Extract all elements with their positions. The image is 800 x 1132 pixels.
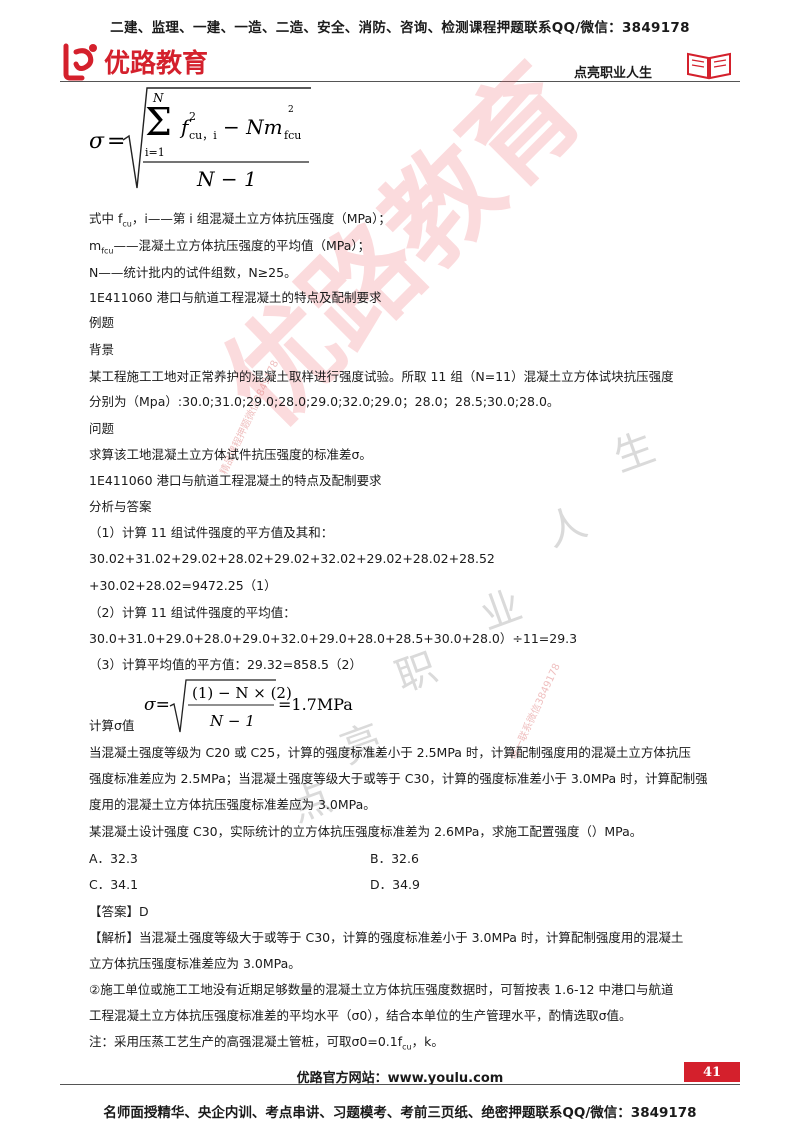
page-number: 41 bbox=[684, 1062, 740, 1082]
formula-sum-top: N bbox=[152, 91, 164, 105]
analysis-text: 立方体抗压强度标准差应为 3.0MPa。 bbox=[89, 956, 301, 971]
subscript: cu bbox=[402, 1042, 412, 1052]
text-line: 计算σ值 bbox=[89, 718, 135, 733]
formula-radical bbox=[122, 87, 311, 189]
text-line: （2）计算 11 组试件强度的平均值： bbox=[89, 605, 296, 620]
question-text: 某混凝土设计强度 C30，实际统计的立方体抗压强度标准差为 2.6MPa，求施工… bbox=[89, 824, 643, 839]
note-text: 注：采用压蒸工艺生产的高强混凝土管桩，可取σ0=0.1fcu，k。 bbox=[89, 1034, 744, 1056]
formula-f-sub: cu，i bbox=[189, 129, 217, 142]
footer-divider bbox=[60, 1084, 740, 1085]
text-fragment: 式中 f bbox=[89, 211, 123, 226]
text-line: 式中 fcu，i——第 i 组混凝土立方体抗压强度（MPa）； bbox=[89, 211, 744, 233]
section-heading: 1E411060 港口与航道工程混凝土的特点及配制要求 bbox=[89, 290, 382, 305]
option-a: A．32.3 bbox=[89, 851, 138, 866]
formula2-denominator: N − 1 bbox=[209, 712, 255, 730]
text-fragment: ，i——第 i 组混凝土立方体抗压强度（MPa）； bbox=[131, 211, 391, 226]
header-divider bbox=[60, 81, 740, 82]
option-c: C．34.1 bbox=[89, 877, 139, 892]
formula-sum-bottom: i=1 bbox=[145, 146, 165, 159]
section-heading: 1E411060 港口与航道工程混凝土的特点及配制要求 bbox=[89, 473, 382, 488]
note-text: ②施工单位或施工工地没有近期足够数量的混凝土立方体抗压强度数据时，可暂按表 1.… bbox=[89, 982, 674, 997]
text-fragment: m bbox=[89, 238, 102, 253]
formula-sum-sign: Σ bbox=[145, 100, 172, 144]
sigma-calc-formula: σ= (1) − N × (2) N − 1 =1.7MPa bbox=[144, 679, 353, 733]
subscript: cu bbox=[122, 219, 132, 229]
text-fragment: 注：采用压蒸工艺生产的高强混凝土管桩，可取σ0=0.1f bbox=[89, 1034, 403, 1049]
formula-equals: = bbox=[107, 129, 125, 154]
text-line: 30.0+31.0+29.0+28.0+29.0+32.0+29.0+28.0+… bbox=[89, 631, 578, 646]
top-contact-banner: 二建、监理、一建、一造、二造、安全、消防、咨询、检测课程押题联系QQ/微信：38… bbox=[110, 20, 690, 36]
formula2-lhs: σ= bbox=[144, 695, 170, 715]
text-line: N——统计批内的试件组数，N≥25。 bbox=[89, 265, 297, 280]
text-line: 某工程施工工地对正常养护的混凝土取样进行强度试验。所取 11 组（N=11）混凝… bbox=[89, 369, 674, 384]
text-fragment: ，k。 bbox=[411, 1034, 444, 1049]
std-dev-formula: σ = N Σ i=1 f 2 cu，i − Nm 2 fcu N − 1 bbox=[89, 87, 311, 191]
text-line: 度用的混凝土立方体抗压强度标准差应为 3.0MPa。 bbox=[89, 797, 376, 812]
formula-sigma: σ bbox=[89, 129, 105, 154]
formula-nm: − Nm bbox=[223, 115, 283, 139]
note-text: 工程混凝土立方体抗压强度标准差的平均水平（σ0），结合本单位的生产管理水平，酌情… bbox=[89, 1008, 632, 1023]
answer: 【答案】D bbox=[89, 904, 149, 919]
text-line: 求算该工地混凝土立方体试件抗压强度的标准差σ。 bbox=[89, 447, 372, 462]
footer-website: 优路官方网站：www.youlu.com bbox=[296, 1071, 504, 1086]
formula-m-sup: 2 bbox=[288, 105, 294, 115]
brand-name: 优路教育 bbox=[104, 48, 209, 79]
text-line: mfcu——混凝土立方体抗压强度的平均值（MPa）； bbox=[89, 238, 744, 260]
text-line: 分别为（Mpa）:30.0;31.0;29.0;28.0;29.0;32.0;2… bbox=[89, 394, 560, 409]
brand-logo-icon bbox=[63, 43, 97, 81]
text-line: 强度标准差应为 2.5MPa；当混凝土强度等级大于或等于 C30，计算的强度标准… bbox=[89, 771, 708, 786]
brand-logo: 优路教育 bbox=[60, 40, 208, 82]
text-line: 当混凝土强度等级为 C20 或 C25，计算的强度标准差小于 2.5MPa 时，… bbox=[89, 745, 691, 760]
text-line: （1）计算 11 组试件强度的平方值及其和： bbox=[89, 525, 334, 540]
option-b: B．32.6 bbox=[370, 851, 419, 866]
text-line: 问题 bbox=[89, 421, 115, 436]
text-line: +30.02+28.02=9472.25（1） bbox=[89, 578, 277, 593]
text-line: （3）计算平均值的平方值：29.32=858.5（2） bbox=[89, 657, 362, 672]
text-line: 背景 bbox=[89, 342, 115, 357]
formula-m-sub: fcu bbox=[284, 129, 301, 142]
text-fragment: ——混凝土立方体抗压强度的平均值（MPa）； bbox=[113, 238, 371, 253]
header-slogan: 点亮职业人生 bbox=[574, 66, 653, 81]
text-line: 30.02+31.02+29.02+28.02+29.02+32.02+29.0… bbox=[89, 551, 495, 566]
option-d: D．34.9 bbox=[370, 877, 420, 892]
bottom-contact-banner: 名师面授精华、央企内训、考点串讲、习题模考、考前三页纸、绝密押题联系QQ/微信：… bbox=[103, 1105, 697, 1121]
formula2-radical bbox=[169, 679, 276, 733]
book-icon bbox=[687, 52, 731, 80]
analysis-text: 【解析】当混凝土强度等级大于或等于 C30，计算的强度标准差小于 3.0MPa … bbox=[89, 930, 684, 945]
formula-f-sup: 2 bbox=[189, 110, 196, 123]
subscript: fcu bbox=[101, 246, 114, 256]
formula2-result: =1.7MPa bbox=[278, 695, 353, 714]
text-line: 例题 bbox=[89, 315, 115, 330]
formula2-numerator: (1) − N × (2) bbox=[192, 684, 292, 702]
formula-denominator: N − 1 bbox=[196, 167, 257, 191]
text-line: 分析与答案 bbox=[89, 499, 152, 514]
